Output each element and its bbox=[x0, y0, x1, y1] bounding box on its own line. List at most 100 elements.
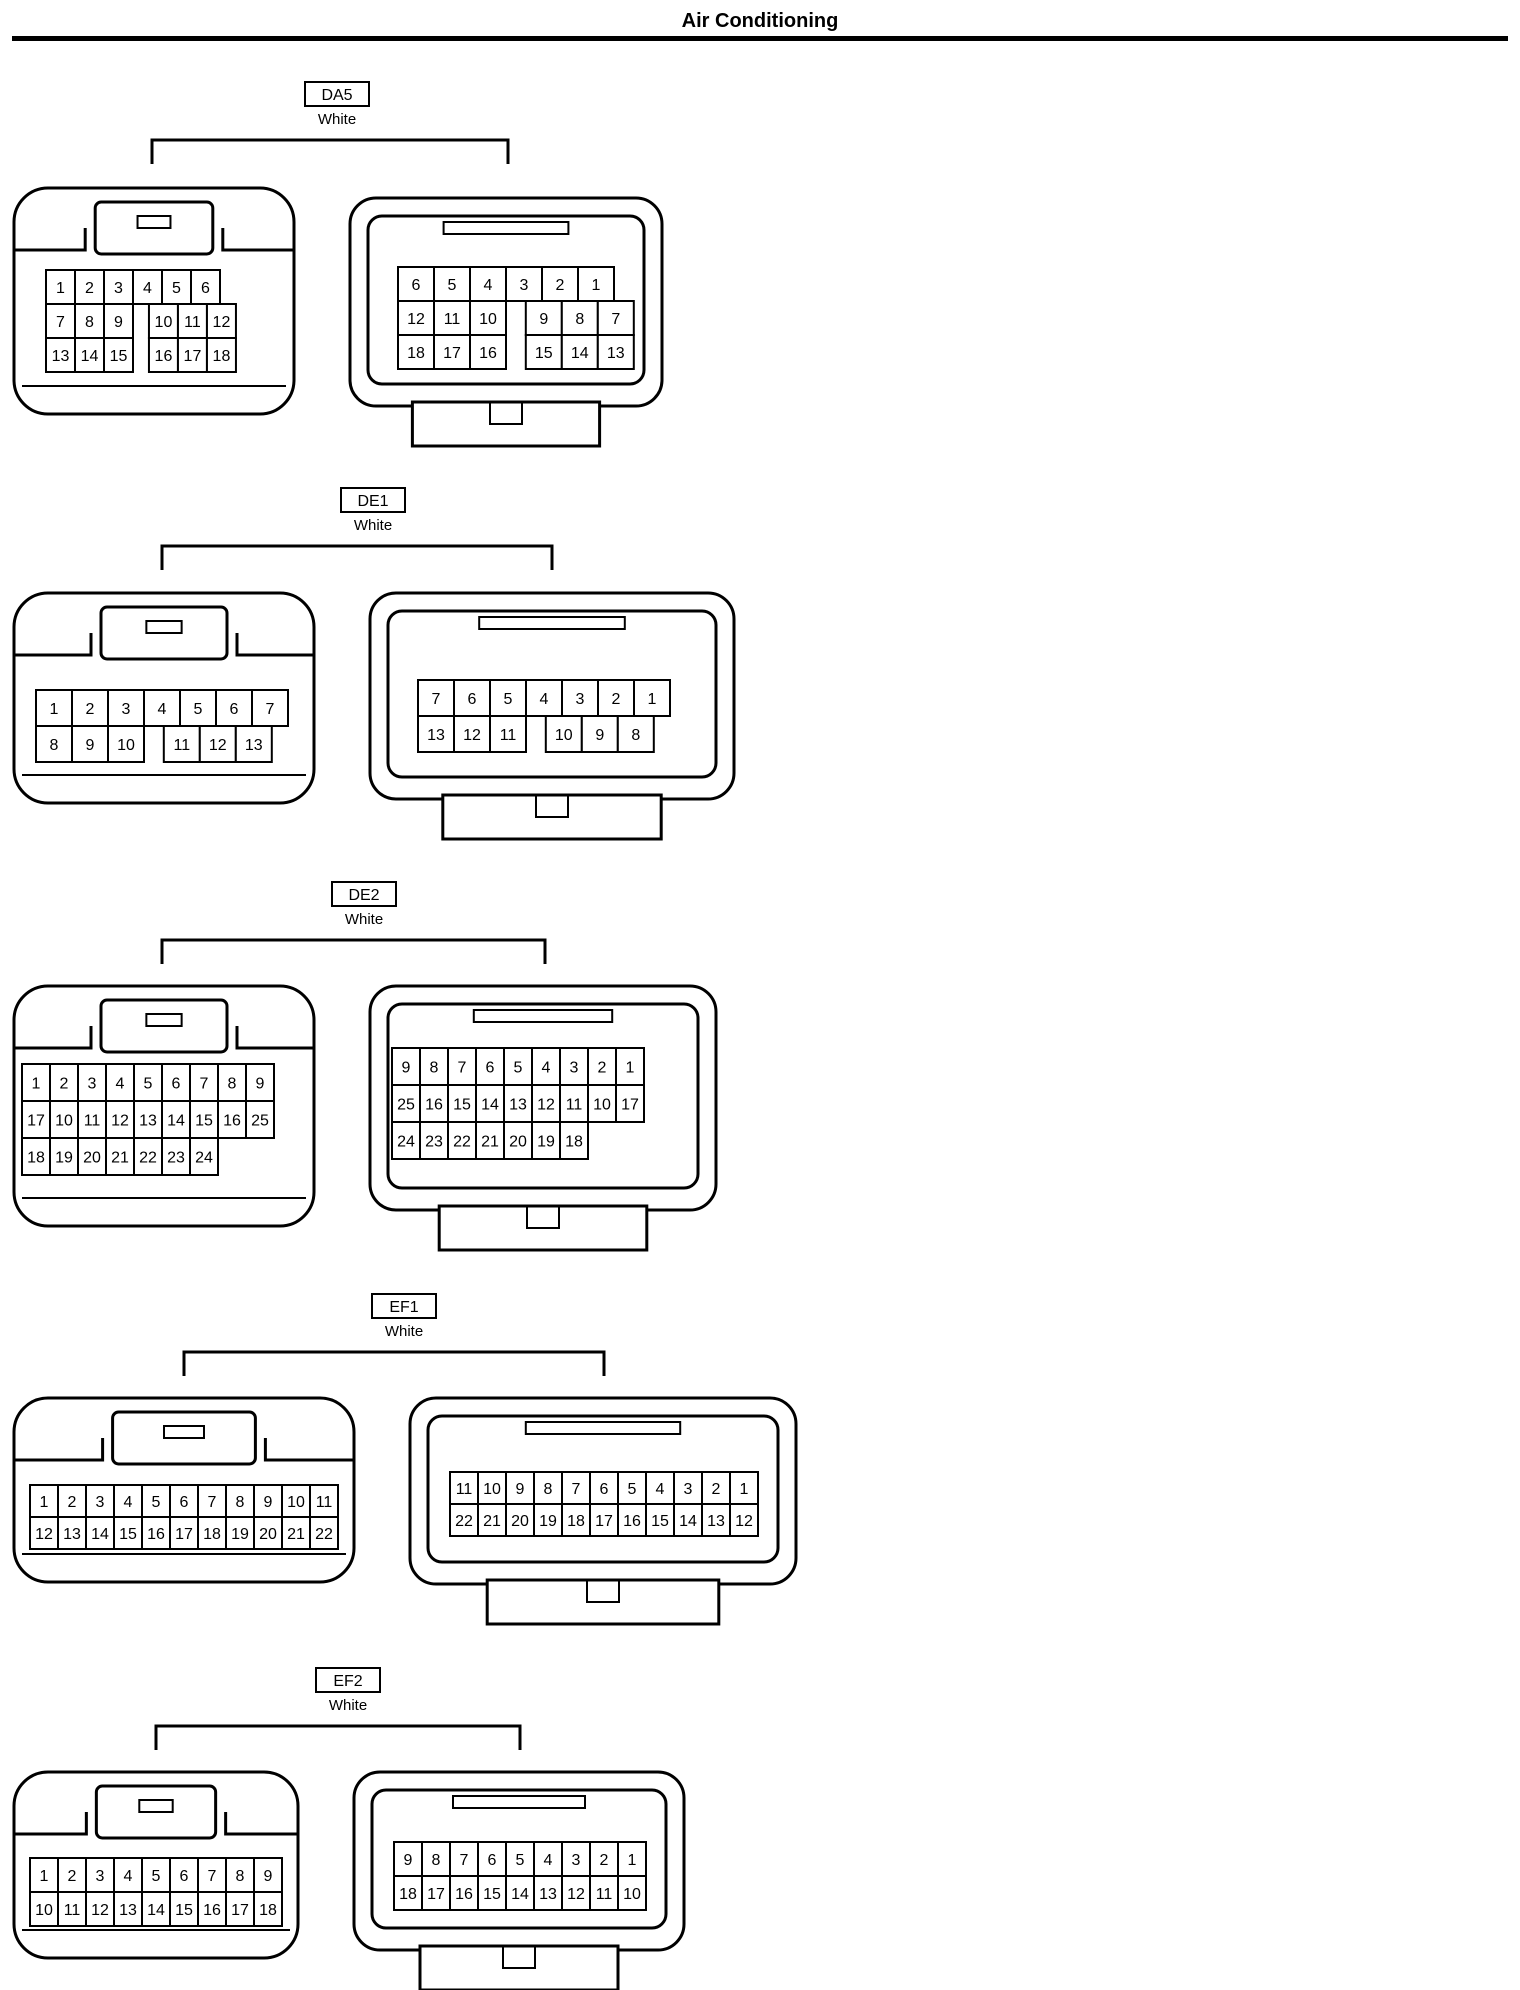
pin-cell bbox=[645, 1471, 675, 1505]
de1-female-pin-11: 11 bbox=[162, 725, 201, 763]
pin-cell bbox=[253, 1857, 283, 1893]
de1-female-pin-4: 4 bbox=[143, 689, 181, 727]
pin-cell bbox=[580, 715, 619, 753]
pin-number: 11 bbox=[64, 1902, 81, 1919]
pin-number: 2 bbox=[68, 1494, 77, 1511]
pin-cell bbox=[245, 1063, 275, 1102]
pin-cell bbox=[560, 300, 599, 336]
housing-shoulder bbox=[14, 1812, 298, 1836]
pin-number: 12 bbox=[463, 727, 481, 744]
pin-number: 18 bbox=[399, 1886, 417, 1903]
pin-number: 7 bbox=[611, 311, 620, 328]
pin-number: 13 bbox=[607, 345, 625, 362]
pin-number: 14 bbox=[167, 1113, 185, 1130]
connector-bracket bbox=[150, 138, 510, 164]
pin-cell bbox=[245, 1100, 275, 1139]
de2-female-pin-4: 4 bbox=[105, 1063, 135, 1102]
pin-cell bbox=[107, 725, 145, 763]
pin-number: 20 bbox=[509, 1134, 527, 1151]
pin-number: 4 bbox=[124, 1868, 133, 1885]
de2-female-pin-14: 14 bbox=[161, 1100, 191, 1139]
pin-cell bbox=[616, 715, 655, 753]
de1-male-pin-13: 13 bbox=[417, 715, 455, 753]
pin-cell bbox=[433, 334, 471, 370]
pin-cell bbox=[589, 1503, 619, 1537]
pin-number: 7 bbox=[200, 1076, 209, 1093]
pin-number: 15 bbox=[535, 345, 553, 362]
pin-number: 24 bbox=[397, 1134, 415, 1151]
ef1-male-pin-5: 5 bbox=[617, 1471, 647, 1505]
pin-number: 10 bbox=[155, 314, 173, 331]
de2-female-pin-11: 11 bbox=[77, 1100, 107, 1139]
ef2-male-pin-3: 3 bbox=[561, 1841, 591, 1877]
ef2-male-pin-15: 15 bbox=[477, 1875, 507, 1911]
ef1-female-pin-20: 20 bbox=[253, 1516, 283, 1550]
pin-number: 17 bbox=[231, 1902, 249, 1919]
pin-number: 14 bbox=[81, 348, 99, 365]
pin-cell bbox=[596, 334, 635, 370]
ef1-male-pin-16: 16 bbox=[617, 1503, 647, 1537]
pin-cell bbox=[505, 1875, 535, 1911]
pin-number: 10 bbox=[35, 1902, 53, 1919]
pin-number: 2 bbox=[612, 691, 621, 708]
pin-number: 11 bbox=[500, 727, 517, 744]
de1-female-pin-10: 10 bbox=[107, 725, 145, 763]
ef2-male-pin-7: 7 bbox=[449, 1841, 479, 1877]
ef2-male-pin-12: 12 bbox=[561, 1875, 591, 1911]
pin-number: 7 bbox=[208, 1868, 217, 1885]
da5-female-pin-12: 12 bbox=[205, 303, 237, 339]
pin-number: 11 bbox=[596, 1886, 613, 1903]
lock-tab bbox=[99, 605, 229, 661]
pin-cell bbox=[449, 1841, 479, 1877]
pin-cell bbox=[205, 303, 237, 339]
de1-male-pin-9: 9 bbox=[580, 715, 619, 753]
pin-number: 22 bbox=[315, 1526, 333, 1543]
pin-number: 17 bbox=[175, 1526, 193, 1543]
ef1-female-pin-19: 19 bbox=[225, 1516, 255, 1550]
pin-number: 8 bbox=[432, 1852, 441, 1869]
da5-male-pin-18: 18 bbox=[397, 334, 435, 370]
lock-latch bbox=[163, 1425, 205, 1439]
pin-number: 7 bbox=[458, 1060, 467, 1077]
pin-number: 19 bbox=[539, 1513, 557, 1530]
pin-number: 6 bbox=[180, 1868, 189, 1885]
pin-cell bbox=[85, 1857, 115, 1893]
pin-cell bbox=[447, 1084, 477, 1123]
pin-number: 9 bbox=[539, 311, 548, 328]
ef2-female-pin-15: 15 bbox=[169, 1891, 199, 1927]
da5-female-pin-15: 15 bbox=[103, 337, 134, 373]
pin-number: 1 bbox=[626, 1060, 635, 1077]
pin-number: 17 bbox=[443, 345, 461, 362]
pin-number: 2 bbox=[86, 701, 95, 718]
lock-foot-latch bbox=[586, 1579, 620, 1603]
pin-number: 18 bbox=[565, 1134, 583, 1151]
housing-shoulder bbox=[14, 633, 314, 657]
pin-number: 1 bbox=[32, 1076, 41, 1093]
pin-number: 14 bbox=[91, 1526, 109, 1543]
pin-cell bbox=[234, 725, 273, 763]
pin-number: 18 bbox=[203, 1526, 221, 1543]
de2-female-pin-25: 25 bbox=[245, 1100, 275, 1139]
de1-male-pin-2: 2 bbox=[597, 679, 635, 717]
pin-cell bbox=[449, 1503, 479, 1537]
pin-number: 20 bbox=[259, 1526, 277, 1543]
de2-female-pin-20: 20 bbox=[77, 1137, 107, 1176]
housing-shoulder bbox=[14, 1438, 354, 1462]
lock-foot-latch bbox=[502, 1945, 536, 1969]
da5-male-pin-2: 2 bbox=[541, 266, 579, 302]
ef1-female-pin-6: 6 bbox=[169, 1484, 199, 1518]
pin-cell bbox=[217, 1100, 247, 1139]
lock-tab bbox=[111, 1410, 257, 1466]
pin-number: 4 bbox=[544, 1852, 553, 1869]
pin-cell bbox=[169, 1857, 199, 1893]
ef1-male-pin-7: 7 bbox=[561, 1471, 591, 1505]
pin-number: 15 bbox=[651, 1513, 669, 1530]
pin-cell bbox=[469, 334, 507, 370]
pin-number: 5 bbox=[172, 280, 181, 297]
de2-female-pin-2: 2 bbox=[49, 1063, 79, 1102]
pin-number: 13 bbox=[427, 727, 445, 744]
pin-cell bbox=[617, 1875, 647, 1911]
de2-female-pin-1: 1 bbox=[21, 1063, 51, 1102]
ef1-female-pin-9: 9 bbox=[253, 1484, 283, 1518]
